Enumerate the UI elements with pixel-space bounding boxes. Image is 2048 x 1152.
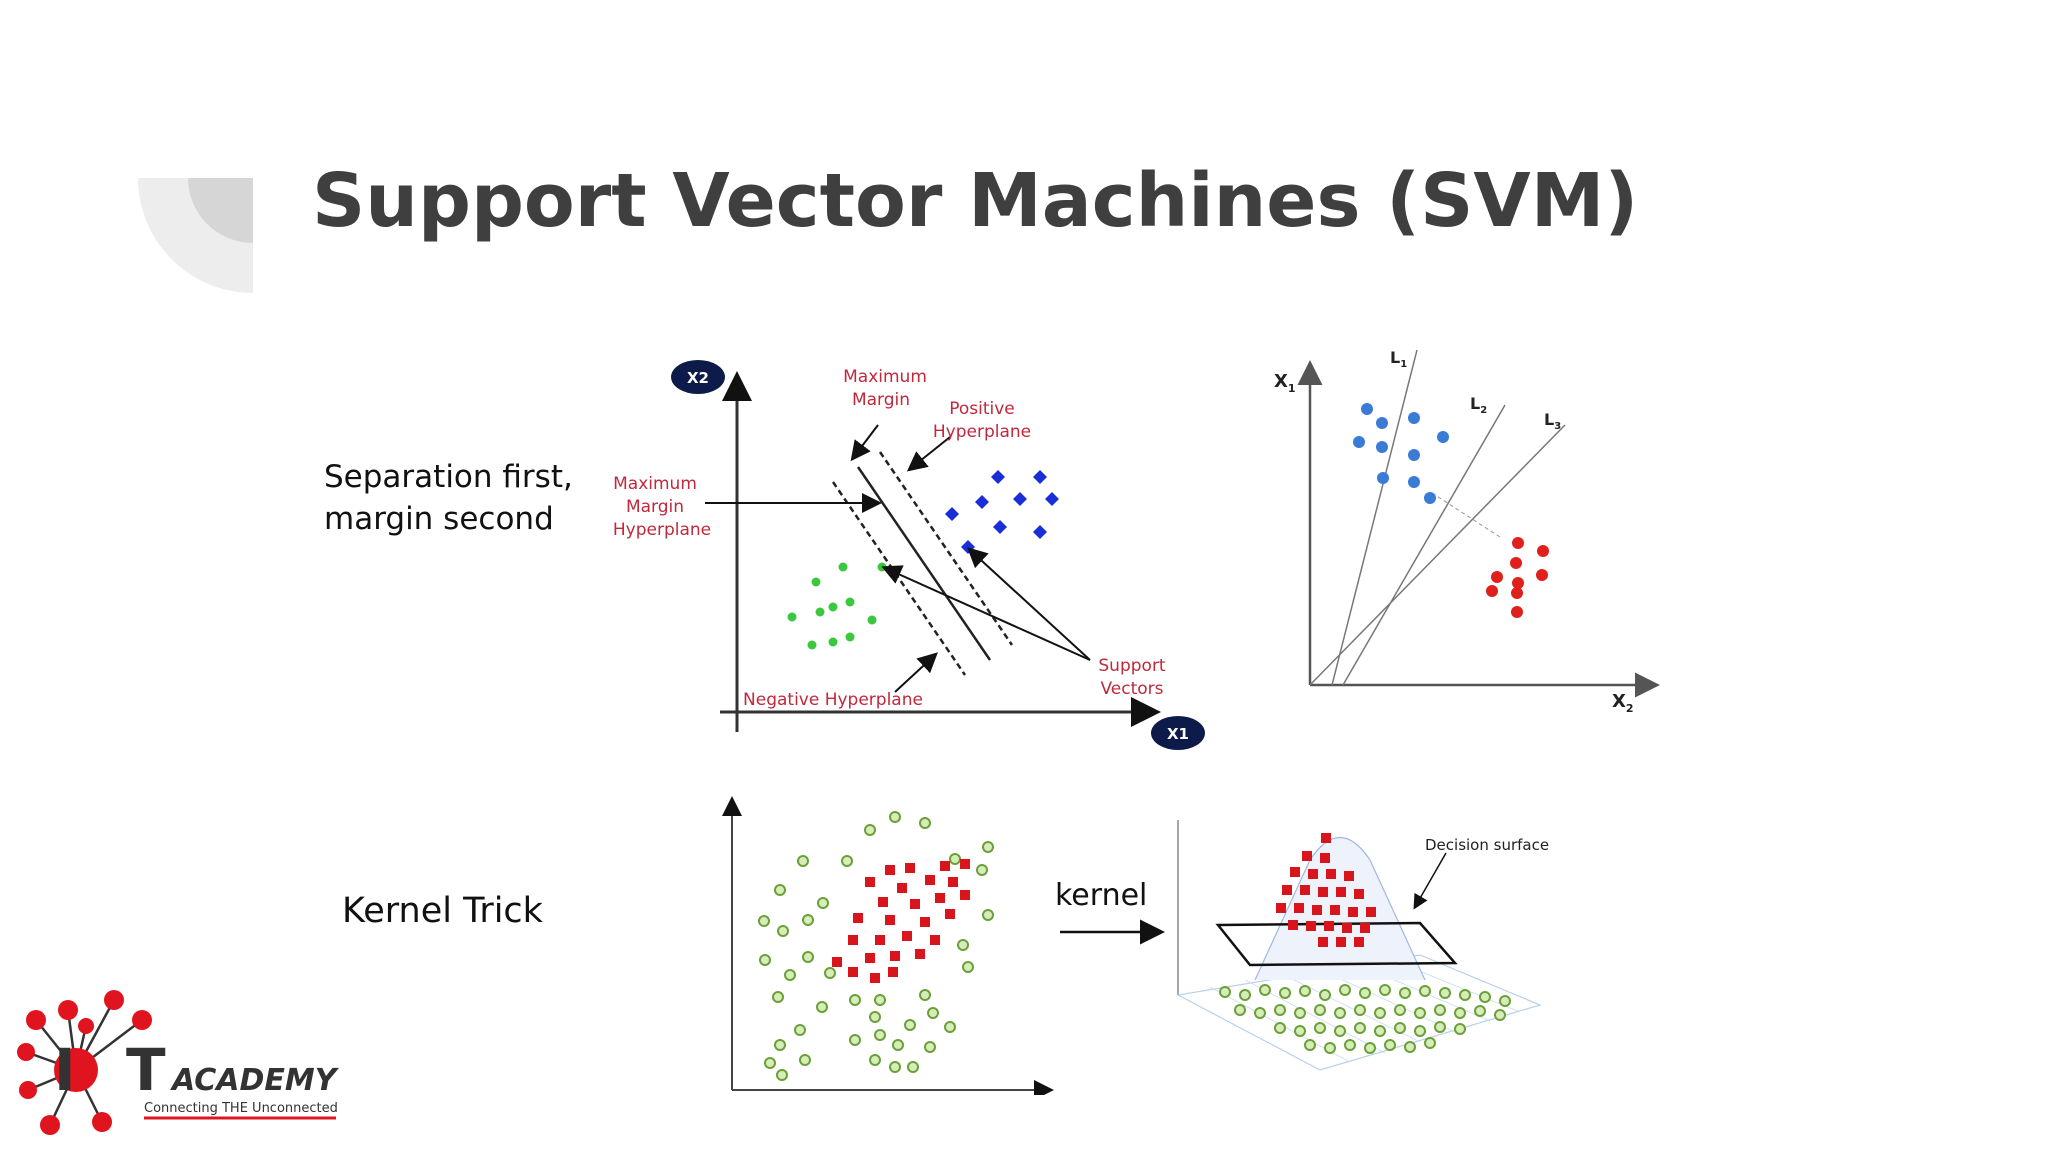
- kernel-2d-red-points: [832, 859, 970, 983]
- decision-surface-label: Decision surface: [1425, 836, 1549, 854]
- blue-points: [1353, 403, 1449, 504]
- green-class-points: [787, 562, 887, 650]
- candidate-lines-diagram: X1 X2 L1 L2 L3: [1274, 348, 1660, 715]
- x2-badge: [671, 360, 725, 394]
- logo-letter-i: I: [54, 1036, 76, 1104]
- l3-label: L3: [1544, 410, 1561, 432]
- max-margin-hyperplane-line: [856, 466, 992, 661]
- kernel-trick-label: Kernel Trick: [342, 891, 543, 931]
- line-l1: [1331, 349, 1418, 686]
- logo-tagline: Connecting THE Unconnected: [144, 1101, 338, 1116]
- line-l2: [1342, 404, 1506, 686]
- separation-label-line2: margin second: [324, 501, 554, 537]
- decision-plane: [1215, 921, 1458, 967]
- separation-label-line1: Separation first,: [324, 459, 573, 495]
- decorative-arc: [138, 178, 253, 293]
- kernel-3d-red-points: [1276, 833, 1376, 947]
- l2-label: L2: [1470, 394, 1487, 416]
- kernel-3d-green-points: [1219, 984, 1511, 1054]
- logo-network-nodes: [17, 990, 152, 1135]
- blue-class-points: [945, 470, 1059, 554]
- support-vector-arrow-blue: [967, 547, 1091, 661]
- max-margin-label-1: Maximum: [843, 367, 927, 387]
- line-l3: [1309, 424, 1566, 686]
- support-vectors-label-1: Support: [1098, 656, 1166, 676]
- mm-hyperplane-label-3: Hyperplane: [613, 520, 711, 540]
- positive-hyperplane-label-1: Positive: [949, 399, 1015, 419]
- negative-hyperplane-line: [831, 481, 967, 676]
- positive-hyperplane-label-2: Hyperplane: [933, 422, 1031, 442]
- red-points: [1486, 537, 1549, 618]
- slide-title: Support Vector Machines (SVM): [312, 158, 1639, 244]
- logo-academy: ACADEMY: [170, 1063, 340, 1098]
- x1-axis-label: X1: [1167, 725, 1189, 743]
- kernel-2d-green-points: [758, 811, 994, 1081]
- support-vectors-label-2: Vectors: [1100, 679, 1163, 699]
- negative-hyperplane-label: Negative Hyperplane: [743, 690, 923, 710]
- x1-label: X1: [1274, 371, 1296, 395]
- iot-academy-logo: I T ACADEMY Connecting THE Unconnected: [17, 990, 340, 1135]
- l1-label: L1: [1390, 348, 1407, 370]
- mm-hyperplane-label-1: Maximum: [613, 474, 697, 494]
- max-margin-arrow: [850, 424, 879, 462]
- x1-badge: [1151, 716, 1205, 750]
- x2-axis-label: X2: [687, 369, 709, 387]
- x2-label: X2: [1612, 691, 1634, 715]
- kernel-trick-diagram: kernel Decision surface: [722, 796, 1549, 1095]
- svm-hyperplane-diagram: X2 X1: [613, 360, 1205, 750]
- max-margin-label-2: Margin: [852, 390, 910, 410]
- positive-hyperplane-arrow: [906, 436, 951, 472]
- decision-surface-arrow: [1413, 852, 1447, 910]
- logo-letter-t: T: [126, 1036, 166, 1104]
- kernel-arrow-label: kernel: [1055, 878, 1147, 913]
- mm-hyperplane-label-2: Margin: [626, 497, 684, 517]
- separation-label: Separation first, margin second: [324, 456, 573, 540]
- support-vector-arrow-green: [881, 565, 1091, 661]
- negative-hyperplane-arrow: [894, 652, 938, 693]
- positive-hyperplane-line: [878, 451, 1014, 646]
